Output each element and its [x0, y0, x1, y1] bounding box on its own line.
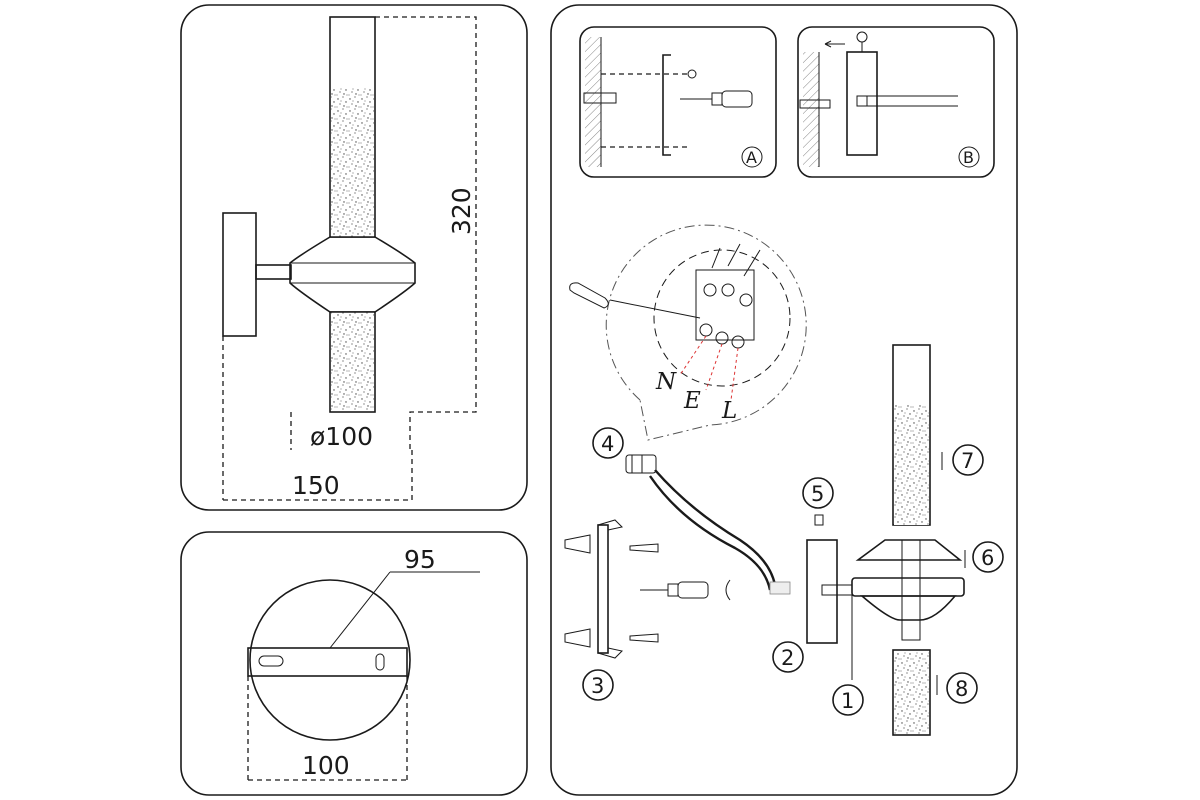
terminal-e-label: E — [683, 388, 701, 414]
mounting-bracket — [247, 647, 408, 677]
bracket-width-label: 95 — [404, 545, 436, 574]
lower-glass — [892, 649, 931, 736]
detail-a-label: A — [746, 148, 757, 167]
detail-b-label: B — [963, 148, 974, 167]
canopy — [806, 539, 838, 644]
height-dimension-label: 320 — [447, 187, 476, 235]
step-3-label: 3 — [591, 674, 604, 698]
installation-panel: A B — [550, 4, 1018, 796]
step-markers: 1 2 3 4 5 6 7 8 — [582, 427, 1004, 716]
terminal-n-label: N — [655, 369, 677, 395]
center-body — [289, 236, 416, 313]
wall-plate-side — [222, 212, 257, 337]
step-1-label: 1 — [841, 689, 854, 713]
wiring-detail: N E L — [569, 224, 807, 441]
step-6-label: 6 — [981, 546, 994, 570]
wall-plate-panel: 95 100 — [180, 531, 528, 796]
depth-dimension-label: 150 — [292, 471, 340, 500]
lamp-assembly — [806, 344, 966, 736]
detail-b: B — [797, 26, 995, 178]
body-ring — [851, 577, 965, 597]
terminal-l-label: L — [721, 398, 737, 424]
arm — [255, 264, 292, 280]
wall-plate-circle — [249, 579, 411, 741]
side-view-panel: 320 ø100 150 — [180, 4, 528, 511]
top-collar — [855, 539, 963, 561]
step-5-label: 5 — [811, 482, 824, 506]
step-2-label: 2 — [781, 646, 794, 670]
step-4-label: 4 — [601, 432, 614, 456]
step-7-label: 7 — [961, 449, 974, 473]
wire-assembly — [625, 454, 791, 595]
detail-a: A — [579, 26, 777, 178]
bracket-parts — [564, 519, 731, 659]
diameter-dimension-label: ø100 — [310, 422, 373, 451]
plate-diameter-label: 100 — [302, 751, 350, 780]
step-8-label: 8 — [955, 677, 968, 701]
